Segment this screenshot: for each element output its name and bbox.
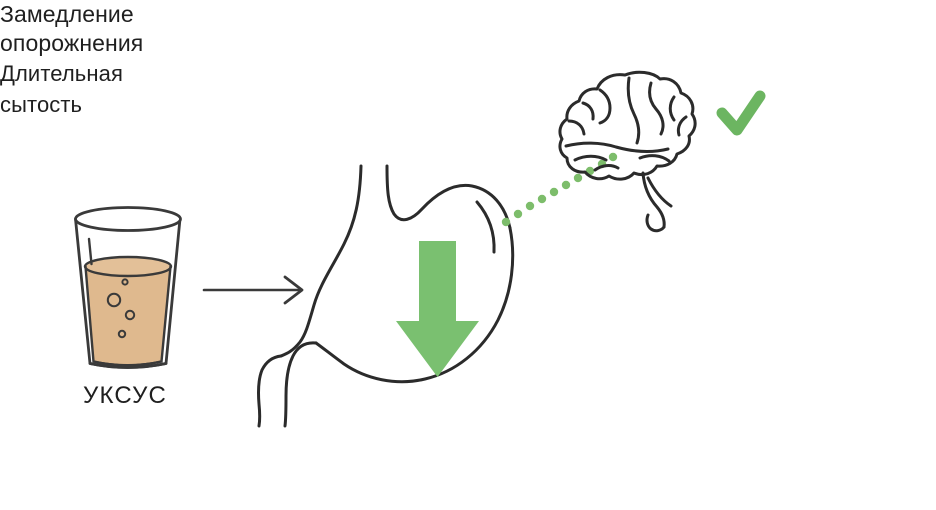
slowing-emptying-line-1: Замедление [0,1,134,27]
long-satiety-line-1: Длительная [0,61,123,86]
long-satiety-line-2: сытость [0,92,83,117]
stomach-icon [256,164,515,428]
slowing-emptying-line-2: опорожнения [0,30,144,56]
slowing-emptying-label: Замедление опорожнения [0,0,936,58]
vinegar-glass-icon [74,206,182,369]
flow-arrow-icon [202,275,304,305]
long-satiety-label: Длительная сытость [0,58,936,120]
vinegar-label: УКСУС [83,382,168,409]
brain-icon [558,70,697,233]
check-icon [716,90,766,136]
dotted-connector-icon [501,152,618,227]
green-down-arrow-icon [396,241,479,377]
